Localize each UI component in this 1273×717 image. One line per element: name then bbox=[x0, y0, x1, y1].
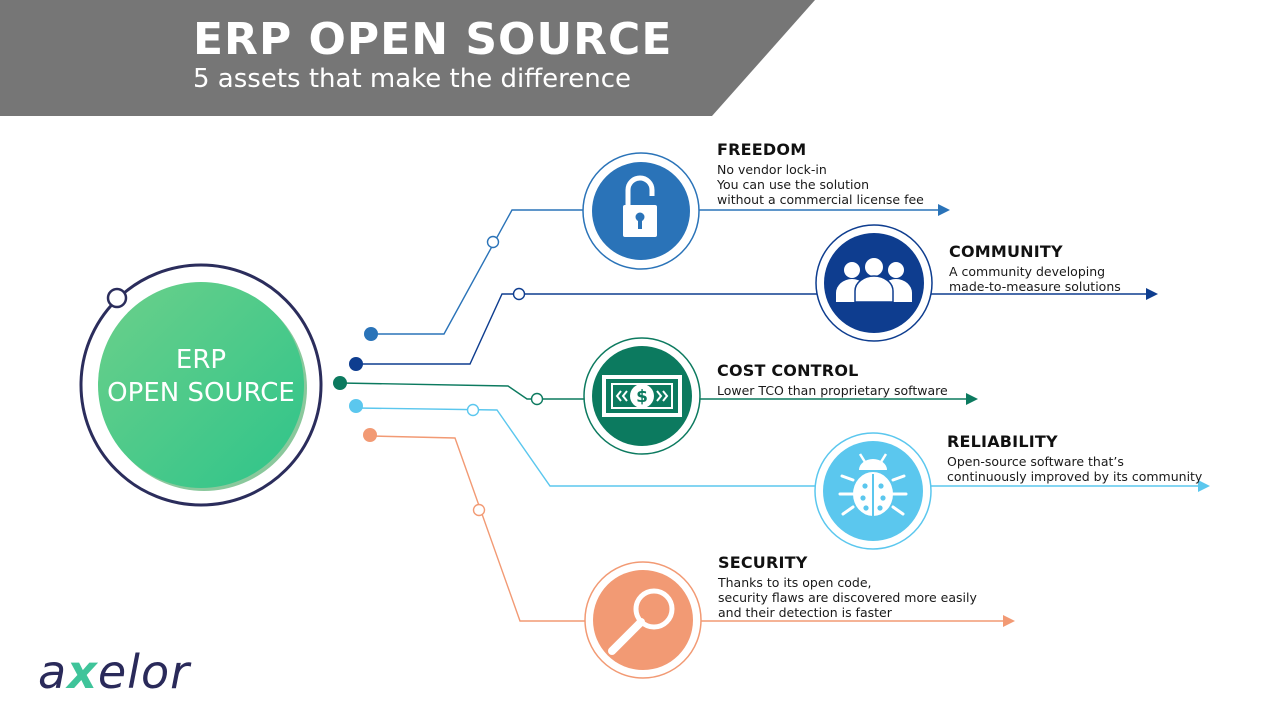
asset-title: COST CONTROL bbox=[717, 361, 859, 380]
logo-suffix: elor bbox=[97, 645, 191, 699]
connector-freedom bbox=[364, 204, 950, 341]
asset-description: made-to-measure solutions bbox=[949, 279, 1121, 294]
asset-description: and their detection is faster bbox=[718, 605, 892, 620]
asset-description: No vendor lock-in bbox=[717, 162, 827, 177]
asset-description: without a commercial license fee bbox=[717, 192, 924, 207]
node-freedom bbox=[582, 152, 700, 270]
logo-prefix: a bbox=[38, 645, 68, 699]
asset-community: COMMUNITY A community developing made-to… bbox=[949, 242, 1121, 294]
asset-description: security flaws are discovered more easil… bbox=[718, 590, 977, 605]
asset-title: COMMUNITY bbox=[949, 242, 1063, 261]
asset-description: Lower TCO than proprietary software bbox=[717, 383, 948, 398]
hub-label: ERP OPEN SOURCE bbox=[96, 344, 306, 410]
asset-security: SECURITY Thanks to its open code, securi… bbox=[718, 553, 977, 620]
connector-cost bbox=[333, 376, 978, 406]
asset-description: A community developing bbox=[949, 264, 1106, 279]
asset-title: FREEDOM bbox=[717, 140, 807, 159]
connector-community bbox=[349, 287, 1158, 371]
asset-description: Thanks to its open code, bbox=[718, 575, 872, 590]
asset-description: You can use the solution bbox=[717, 177, 870, 192]
asset-reliability: RELIABILITY Open-source software that’s … bbox=[947, 432, 1202, 484]
asset-description: Open-source software that’s bbox=[947, 454, 1124, 469]
page-title: ERP OPEN SOURCE bbox=[193, 14, 673, 65]
asset-cost-control: COST CONTROL Lower TCO than proprietary … bbox=[717, 361, 948, 398]
connector-security bbox=[363, 428, 1015, 627]
hub-anchor-dot bbox=[106, 287, 128, 309]
people-icon bbox=[836, 258, 912, 303]
hub-label-line1: ERP bbox=[175, 345, 227, 375]
magnifier-icon bbox=[608, 588, 675, 655]
hub-node bbox=[79, 263, 323, 507]
node-cost: $ bbox=[583, 337, 701, 455]
hub-label-line2: OPEN SOURCE bbox=[107, 378, 295, 408]
node-community bbox=[815, 224, 933, 342]
header-banner bbox=[0, 0, 815, 116]
asset-freedom: FREEDOM No vendor lock-in You can use th… bbox=[717, 140, 924, 207]
svg-text:$: $ bbox=[636, 387, 648, 407]
node-security bbox=[584, 561, 702, 679]
axelor-logo: axelor bbox=[38, 645, 190, 699]
banknote-icon: $ bbox=[602, 375, 682, 417]
logo-mark: x bbox=[67, 645, 98, 699]
bug-icon bbox=[838, 453, 908, 516]
lock-icon bbox=[623, 175, 657, 237]
asset-description: continuously improved by its community bbox=[947, 469, 1203, 484]
node-reliability bbox=[814, 432, 932, 550]
page-subtitle: 5 assets that make the difference bbox=[193, 64, 632, 94]
asset-title: SECURITY bbox=[718, 553, 808, 572]
asset-title: RELIABILITY bbox=[947, 432, 1058, 451]
